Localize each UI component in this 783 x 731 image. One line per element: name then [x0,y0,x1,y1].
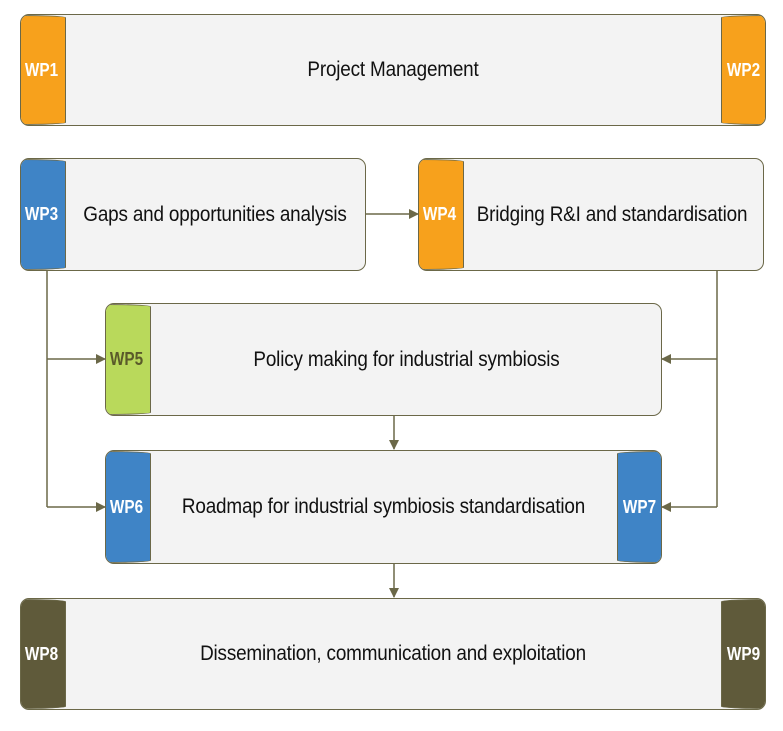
bridging-box: WP4 Bridging R&I and standardisation [418,158,764,271]
project-management-box: WP1 Project Management WP2 [20,14,766,126]
dissemination-label: Dissemination, communication and exploit… [200,642,586,665]
policy-making-label: Policy making for industrial symbiosis [253,347,560,371]
project-management-label: Project Management [307,58,479,81]
wp4-tab: WP4 [419,159,464,270]
wp3-tab: WP3 [21,159,66,270]
roadmap-label: Roadmap for industrial symbiosis standar… [181,495,586,518]
bridging-label: Bridging R&I and standardisation [476,202,748,226]
wp5-tab: WP5 [106,304,151,415]
dissemination-box: WP8 Dissemination, communication and exp… [20,598,766,710]
wp6-tab: WP6 [106,451,151,563]
policy-making-box: WP5 Policy making for industrial symbios… [105,303,662,416]
gaps-analysis-label: Gaps and opportunities analysis [83,202,347,226]
roadmap-box: WP6 Roadmap for industrial symbiosis sta… [105,450,662,564]
wp7-tab: WP7 [616,451,661,563]
wp8-tab: WP8 [21,599,66,709]
wp1-tab: WP1 [21,15,66,125]
wp2-tab: WP2 [720,15,765,125]
gaps-analysis-box: WP3 Gaps and opportunities analysis [20,158,366,271]
wp9-tab: WP9 [720,599,765,709]
